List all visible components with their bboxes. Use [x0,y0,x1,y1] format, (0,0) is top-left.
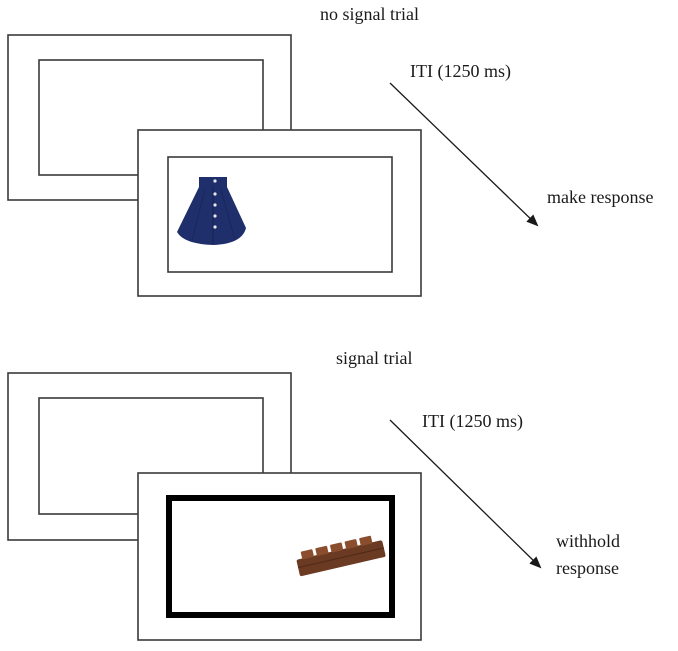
stimulus-screen [137,129,422,297]
trial-title: signal trial [336,348,413,368]
iti-label: ITI (1250 ms) [410,61,511,81]
time-arrow [389,82,539,227]
time-arrow [389,419,542,569]
response-label: make response [547,187,654,207]
trial-title: no signal trial [320,4,419,24]
iti-label: ITI (1250 ms) [422,411,523,431]
chocolate-bar-icon [296,535,386,577]
skirt-icon [177,177,246,245]
response-label: response [556,558,619,578]
response-label: withhold [556,531,621,551]
